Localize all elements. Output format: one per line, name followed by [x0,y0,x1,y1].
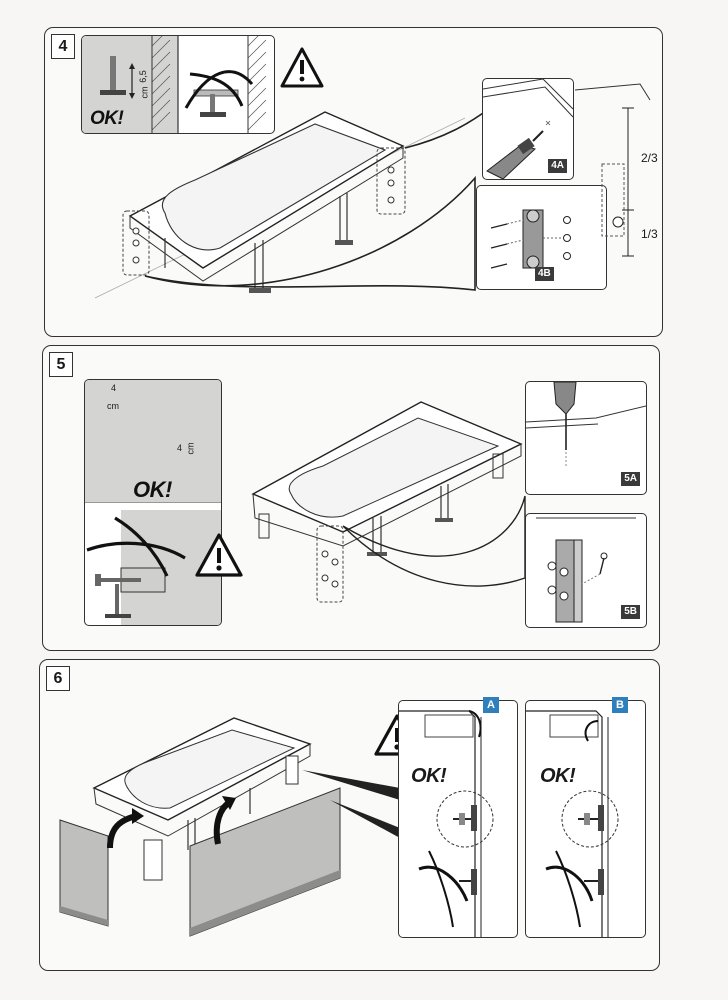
bathtub-step-6-drawing [59,717,400,937]
panel-fixing-b-drawing [526,710,619,937]
detail-5b-box: 5B [525,513,647,628]
ok-label-a: OK! [411,765,447,787]
detail-4b-box: 4B [476,185,607,290]
warning-icon [195,533,243,577]
bathtub-step-4-drawing [94,107,491,299]
ok-label-b: OK! [540,765,576,787]
tag-5b: 5B [621,605,640,619]
tag-b: B [612,697,628,713]
step-4-panel: 4 [44,27,663,337]
ratio-top: 2/3 [641,151,658,165]
detail-4a-box: 4A [482,78,574,180]
step-5-panel: 5 4 cm 4 cm [42,345,660,651]
ok-label: OK! [133,477,172,502]
leg-height-detail: 6,5 cm OK! [81,35,275,134]
detail-5a-box: 5A [525,381,647,495]
height-ratio-drawing [574,83,651,257]
bathtub-step-5-drawing [251,401,526,603]
measure-h-value: 4 [111,383,117,393]
step-number: 5 [49,352,73,377]
ratio-bottom: 1/3 [641,227,658,241]
tag-5a: 5A [621,472,640,486]
step-number: 4 [51,34,75,59]
tag-a: A [483,697,499,713]
ok-detail-area [85,380,221,502]
measure-v-value: 4 [177,443,183,453]
detail-b-box: OK! [525,700,646,938]
warning-icon [280,47,324,88]
measure-h-unit: cm [107,401,119,411]
ok-label: OK! [90,108,124,129]
bracket-screws-drawing [490,209,571,269]
drill-icon [526,382,646,468]
step-number: 6 [46,666,70,691]
leg-height-drawing [82,36,267,133]
panel-fixing-a-drawing [399,710,494,937]
bracket-screws-drawing [536,517,636,623]
drill-icon [483,79,573,179]
tag-4a: 4A [548,159,567,173]
step-6-panel: 6 [39,659,660,971]
detail-a-box: OK! [398,700,518,938]
tag-4b: 4B [535,267,554,281]
